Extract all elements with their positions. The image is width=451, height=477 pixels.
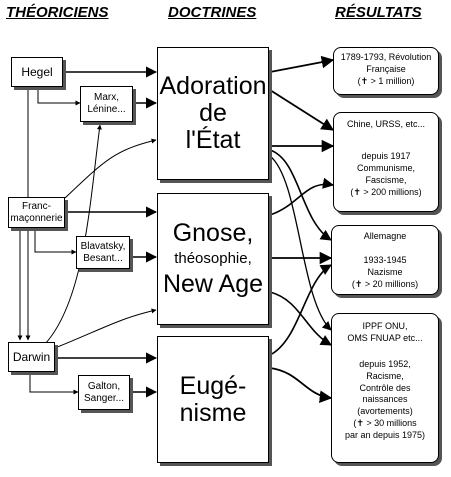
eugenisme-line1: Eugé- (179, 371, 247, 400)
arrow-gnose-racisme (269, 291, 332, 346)
racisme-line2: OMS FNUAP etc... (347, 332, 423, 343)
box-marx-lenine: Marx, Lénine... (80, 86, 133, 122)
arrow-franc-adoration (64, 138, 157, 199)
arrow-adoration-racisme (269, 155, 332, 331)
communisme-line3: Communisme, (356, 162, 415, 173)
hegel-label: Hegel (21, 64, 53, 79)
nazisme-line1: Allemagne (363, 231, 407, 241)
arrow-adoration-communisme (269, 89, 335, 131)
result-racisme: IPPF ONU, OMS FNUAP etc... depuis 1952, … (331, 313, 439, 463)
galton-line1: Galton, (87, 380, 121, 392)
result-revolution: 1789-1793, Révolution Française (✝ > 1 m… (333, 47, 439, 95)
racisme-line5: Contrôle des (359, 382, 411, 393)
result-nazisme: Allemagne 1933-1945 Nazisme (✝ > 20 mill… (331, 225, 439, 295)
nazisme-line4: (✝ > 20 millions) (351, 278, 419, 289)
racisme-line1: IPPF ONU, (362, 321, 408, 331)
marx-line2: Lénine... (87, 104, 126, 115)
gnose-line3: New Age (162, 270, 264, 298)
revolution-line1: 1789-1793, Révolution (340, 52, 432, 62)
racisme-line9: par an depuis 1975) (344, 430, 426, 440)
gnose-line2: théosophie, (174, 250, 252, 267)
franc-line1: Franc- (22, 200, 51, 212)
racisme-line4: Racisme, (366, 370, 404, 381)
franc-line2: maçonnerie (10, 212, 63, 224)
blavatsky-line2: Besant... (83, 252, 123, 264)
adoration-line1: Adoration (159, 72, 267, 100)
box-gnose-theosophie: Gnose, théosophie, New Age (157, 193, 269, 325)
box-hegel: Hegel (11, 57, 63, 87)
nazisme-line2: 1933-1945 (363, 254, 407, 265)
box-adoration-etat: Adoration de l'État (157, 47, 269, 180)
arrow-eugenisme-nazisme (269, 264, 332, 356)
racisme-line7: (avortements) (357, 406, 413, 417)
header-resultats: RÉSULTATS (335, 4, 422, 21)
arrow-adoration-revolution (269, 55, 335, 73)
racisme-line3: depuis 1952, (359, 358, 411, 369)
header-doctrines: DOCTRINES (168, 4, 257, 21)
communisme-line5: (✝ > 200 millions) (350, 186, 422, 197)
nazisme-line3: Nazisme (367, 266, 403, 277)
communisme-line1: Chine, URSS, etc... (346, 119, 426, 129)
eugenisme-line2: nisme (179, 398, 247, 427)
revolution-line2: Française (366, 63, 406, 74)
darwin-label: Darwin (12, 349, 51, 364)
arrow-darwin-marx (44, 124, 102, 345)
box-blavatsky-besant: Blavatsky, Besant... (76, 236, 130, 269)
marx-line1: Marx, (94, 92, 119, 103)
box-francmaconnerie: Franc- maçonnerie (8, 197, 65, 228)
arrow-gnose-communisme (269, 177, 335, 216)
gnose-line1: Gnose, (172, 219, 254, 247)
communisme-line2: depuis 1917 (361, 150, 411, 161)
blavatsky-line1: Blavatsky, (80, 240, 126, 252)
box-galton-sanger: Galton, Sanger... (78, 375, 130, 410)
racisme-line6: naissances (362, 394, 408, 405)
galton-line2: Sanger... (83, 392, 125, 404)
adoration-line2: de (199, 99, 227, 127)
revolution-line3: (✝ > 1 million) (357, 75, 415, 86)
arrow-eugenisme-racisme (269, 367, 333, 403)
arrow-hegel-marx (37, 87, 81, 106)
communisme-line4: Fascisme, (365, 174, 407, 185)
arrow-darwin-galton (29, 374, 79, 395)
adoration-line3: l'État (185, 126, 241, 154)
arrow-adoration-nazisme (269, 149, 332, 241)
header-theoriciens: THÉORICIENS (6, 4, 109, 21)
result-communisme: Chine, URSS, etc... depuis 1917 Communis… (333, 112, 439, 212)
arrow-darwin-gnose (54, 308, 157, 349)
racisme-line8: (✝ > 30 millions (353, 418, 417, 429)
arrow-franc-blavatsky (34, 228, 77, 255)
box-darwin: Darwin (8, 342, 55, 372)
box-eugenisme: Eugé- nisme (157, 336, 269, 463)
